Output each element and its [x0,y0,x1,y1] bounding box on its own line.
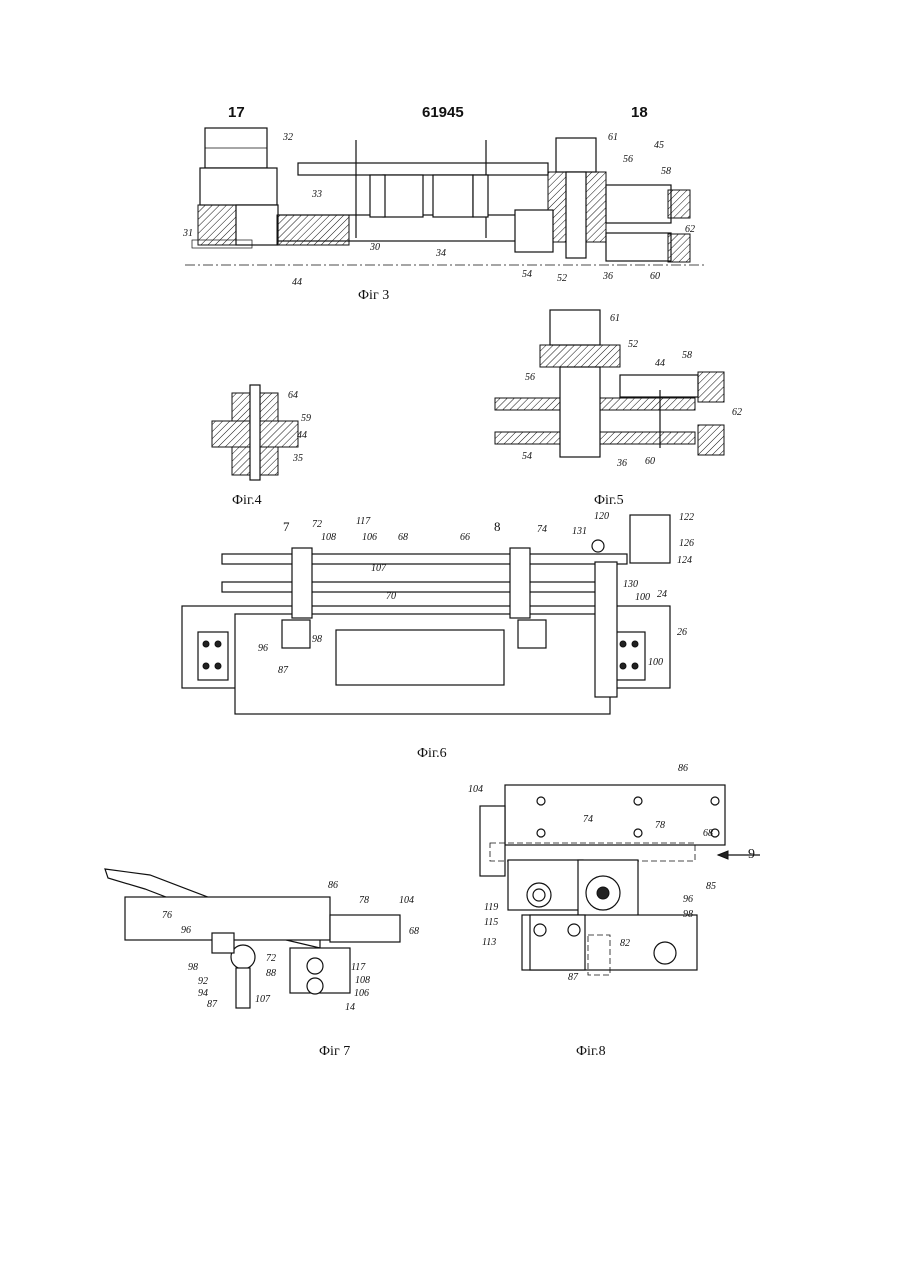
part-label: 8 [494,519,501,534]
part-label: 87 [207,999,218,1010]
part-label: 126 [679,538,694,549]
fig5-drawing [495,310,724,457]
part-label: 107 [371,563,387,574]
part-label: 85 [706,881,716,892]
part-label: 78 [359,895,369,906]
part-label: 94 [198,988,208,999]
part-label: 33 [311,189,322,200]
part-label: 31 [182,228,193,239]
part-label: 44 [292,277,302,288]
part-label: 62 [685,224,695,235]
part-label: 86 [328,880,338,891]
part-label: 58 [661,166,671,177]
part-label: 100 [648,657,663,668]
part-label: 66 [460,532,470,543]
part-label: 130 [623,579,638,590]
part-label: 68 [703,828,713,839]
part-label: 35 [292,453,303,464]
part-label: 96 [683,894,693,905]
part-label: 60 [650,271,660,282]
part-label: 104 [468,784,483,795]
part-label: 9 [748,847,755,862]
part-label: 82 [620,938,630,949]
part-label: 56 [623,154,633,165]
part-label: 32 [282,132,293,143]
part-label: 56 [525,372,535,383]
part-label: 74 [537,524,547,535]
part-label: 107 [255,994,271,1005]
part-label: 62 [732,407,742,418]
part-label: 52 [628,339,638,350]
part-label: 87 [568,972,579,983]
part-label: 26 [677,627,687,638]
fig3-drawing [185,128,705,265]
part-label: 64 [288,390,298,401]
part-label: 34 [435,248,446,259]
fig6-drawing [182,515,670,714]
part-label: 74 [583,814,593,825]
part-label: 61 [608,132,618,143]
part-label: 36 [616,458,627,469]
part-label: 14 [345,1002,355,1013]
part-label: 54 [522,451,532,462]
part-label: 120 [594,511,609,522]
part-label: 98 [188,962,198,973]
part-label: 98 [683,909,693,920]
part-label: 59 [301,413,311,424]
part-label: 70 [386,591,396,602]
part-label: 104 [399,895,414,906]
part-label: 96 [181,925,191,936]
part-label: 119 [484,902,498,913]
part-label: 106 [362,532,377,543]
part-label: 30 [369,242,380,253]
part-label: 45 [654,140,664,151]
part-label: 76 [162,910,172,921]
part-label: 78 [655,820,665,831]
part-label: 68 [398,532,408,543]
part-label: 24 [657,589,667,600]
part-label: 117 [356,516,371,527]
part-label: 122 [679,512,694,523]
part-label: 44 [297,430,307,441]
part-label: 36 [602,271,613,282]
part-label: 92 [198,976,208,987]
part-label: 68 [409,926,419,937]
part-label: 60 [645,456,655,467]
part-label: 98 [312,634,322,645]
part-label: 61 [610,313,620,324]
part-label: 87 [278,665,289,676]
part-label: 108 [321,532,336,543]
part-label: 100 [635,592,650,603]
part-label: 124 [677,555,692,566]
part-label: 131 [572,526,587,537]
part-label: 7 [283,519,290,534]
part-label: 117 [351,962,366,973]
part-label: 72 [312,519,322,530]
part-label: 58 [682,350,692,361]
part-label: 44 [655,358,665,369]
part-label: 86 [678,763,688,774]
part-label: 108 [355,975,370,986]
part-label: 54 [522,269,532,280]
part-label: 72 [266,953,276,964]
part-label: 88 [266,968,276,979]
part-label: 113 [482,937,496,948]
part-label: 52 [557,273,567,284]
fig4-drawing [212,385,298,480]
part-label: 96 [258,643,268,654]
part-label: 106 [354,988,369,999]
part-label: 115 [484,917,498,928]
